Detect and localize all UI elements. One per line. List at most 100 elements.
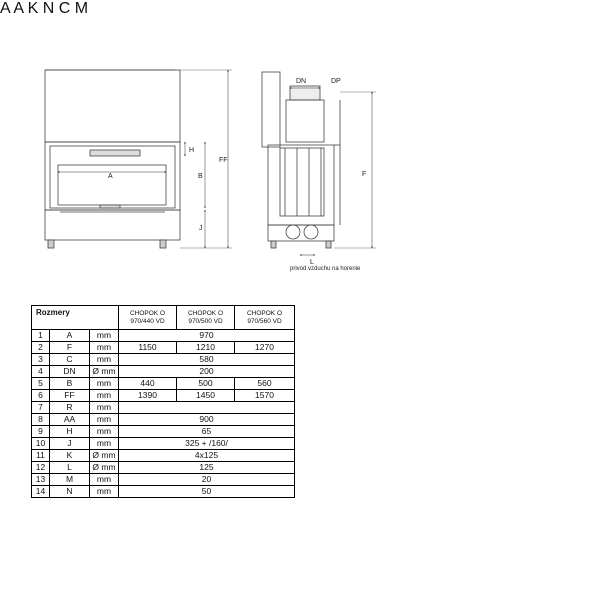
- value-cell: 200: [118, 365, 295, 378]
- parameter-cell: M: [49, 473, 90, 486]
- air-supply-caption: privod vzduchu na horenie: [290, 266, 361, 272]
- parameter-cell: B: [49, 377, 90, 390]
- row-number: 2: [31, 341, 50, 354]
- side-label-l: L: [310, 259, 314, 266]
- value-cell: [118, 401, 295, 414]
- side-label-dp: DP: [331, 78, 341, 85]
- row-number: 11: [31, 449, 50, 462]
- value-cell: 20: [118, 473, 295, 486]
- value-cell: 50: [118, 485, 295, 498]
- parameter-cell: N: [49, 485, 90, 498]
- row-number: 7: [31, 401, 50, 414]
- unit-cell: mm: [89, 485, 119, 498]
- model-header: CHOPOK O 970/440 VD: [118, 305, 177, 330]
- row-number: 8: [31, 413, 50, 426]
- model-header: CHOPOK O 970/500 VD: [176, 305, 235, 330]
- row-number: 1: [31, 329, 50, 342]
- unit-cell: mm: [89, 437, 119, 450]
- value-cell: 970: [118, 329, 295, 342]
- value-cell: 4x125: [118, 449, 295, 462]
- top-label-aa: A A: [0, 0, 24, 17]
- side-label-f: F: [362, 171, 366, 178]
- value-cell: 900: [118, 413, 295, 426]
- front-label-ff: FF: [219, 157, 228, 164]
- value-cell: 1270: [234, 341, 295, 354]
- side-view: [261, 71, 376, 256]
- row-number: 3: [31, 353, 50, 366]
- model-header: CHOPOK O 970/560 VD: [234, 305, 295, 330]
- value-cell: 125: [118, 461, 295, 474]
- front-view: [44, 69, 232, 249]
- front-label-b: B: [198, 173, 203, 180]
- parameter-cell: H: [49, 425, 90, 438]
- row-number: 10: [31, 437, 50, 450]
- top-label-m: M: [74, 0, 89, 17]
- value-cell: 1390: [118, 389, 177, 402]
- parameter-cell: FF: [49, 389, 90, 402]
- parameter-cell: K: [49, 449, 90, 462]
- table-header-row: Rozmery CHOPOK O 970/440 VD CHOPOK O 970…: [31, 305, 295, 330]
- parameter-cell: F: [49, 341, 90, 354]
- table-title: Rozmery: [31, 305, 119, 330]
- parameter-cell: R: [49, 401, 90, 414]
- parameter-cell: A: [49, 329, 90, 342]
- unit-cell: Ø mm: [89, 449, 119, 462]
- unit-cell: mm: [89, 425, 119, 438]
- unit-cell: mm: [89, 341, 119, 354]
- unit-cell: mm: [89, 473, 119, 486]
- value-cell: 580: [118, 353, 295, 366]
- value-cell: 560: [234, 377, 295, 390]
- unit-cell: mm: [89, 353, 119, 366]
- row-number: 9: [31, 425, 50, 438]
- front-label-h: H: [189, 147, 194, 154]
- row-number: 5: [31, 377, 50, 390]
- unit-cell: mm: [89, 329, 119, 342]
- parameter-cell: C: [49, 353, 90, 366]
- parameter-cell: J: [49, 437, 90, 450]
- unit-cell: mm: [89, 413, 119, 426]
- value-cell: 1150: [118, 341, 177, 354]
- top-label-n: N: [42, 0, 55, 17]
- dimensions-table: Rozmery CHOPOK O 970/440 VD CHOPOK O 970…: [31, 305, 295, 498]
- front-label-a: A: [108, 173, 113, 180]
- value-cell: 440: [118, 377, 177, 390]
- side-label-dn: DN: [296, 78, 306, 85]
- top-label-c: C: [58, 0, 71, 17]
- top-label-k: K: [27, 0, 39, 17]
- front-label-j: J: [199, 225, 203, 232]
- unit-cell: Ø mm: [89, 461, 119, 474]
- unit-cell: mm: [89, 389, 119, 402]
- unit-cell: mm: [89, 401, 119, 414]
- row-number: 4: [31, 365, 50, 378]
- row-number: 6: [31, 389, 50, 402]
- row-number: 13: [31, 473, 50, 486]
- parameter-cell: L: [49, 461, 90, 474]
- value-cell: 65: [118, 425, 295, 438]
- value-cell: 1570: [234, 389, 295, 402]
- parameter-cell: AA: [49, 413, 90, 426]
- unit-cell: mm: [89, 377, 119, 390]
- value-cell: 500: [176, 377, 235, 390]
- row-number: 14: [31, 485, 50, 498]
- value-cell: 1210: [176, 341, 235, 354]
- value-cell: 1450: [176, 389, 235, 402]
- value-cell: 325 + /160/: [118, 437, 295, 450]
- unit-cell: Ø mm: [89, 365, 119, 378]
- row-number: 12: [31, 461, 50, 474]
- parameter-cell: DN: [49, 365, 90, 378]
